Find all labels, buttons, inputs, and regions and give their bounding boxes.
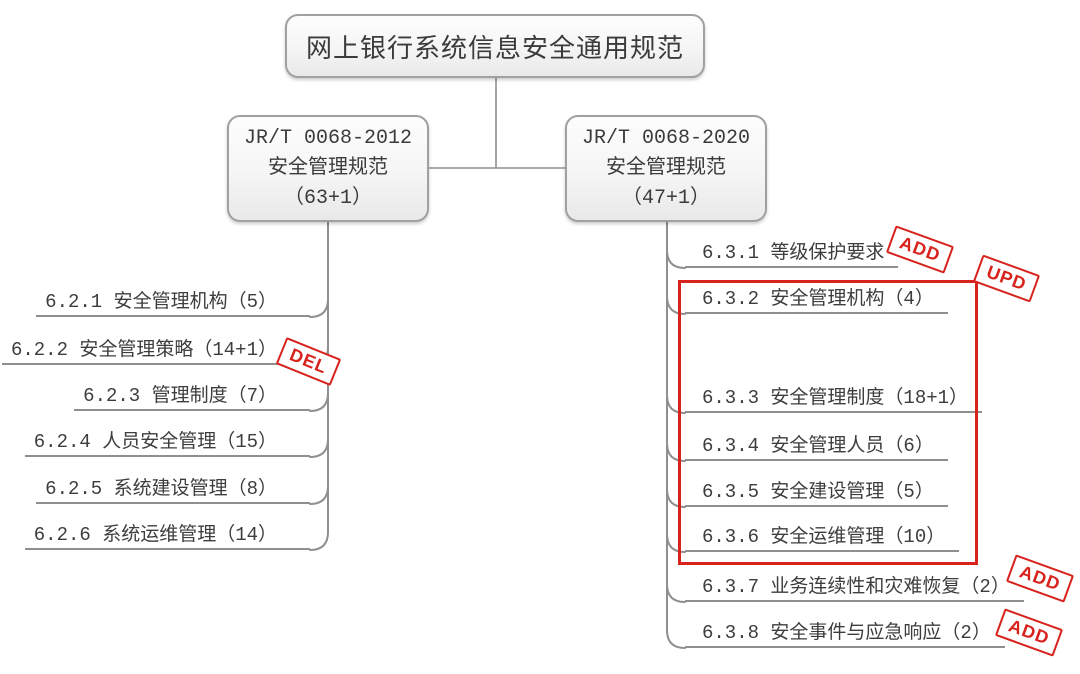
- item-6-3-6: 6.3.6 安全运维管理（10）: [685, 525, 960, 552]
- left-branch-standard-number: JR/T 0068-2012: [243, 126, 413, 150]
- item-6-3-3: 6.3.3 安全管理制度（18+1）: [685, 386, 983, 413]
- item-6-2-3: 6.2.3 管理制度（7）: [74, 384, 310, 411]
- item-6-2-5: 6.2.5 系统建设管理（8）: [36, 477, 310, 504]
- item-6-2-6: 6.2.6 系统运维管理（14）: [24, 523, 310, 550]
- right-branch-title: 安全管理规范: [606, 156, 726, 180]
- update-highlight-box: [678, 280, 978, 565]
- left-branch-count: （63+1）: [283, 186, 372, 210]
- root-connector: [428, 78, 565, 169]
- item-6-3-4: 6.3.4 安全管理人员（6）: [685, 434, 948, 461]
- right-branch-standard-number: JR/T 0068-2020: [581, 126, 751, 150]
- left-branch-spine: [309, 221, 329, 551]
- left-branch-node: JR/T 0068-2012 安全管理规范 （63+1）: [227, 115, 429, 222]
- item-6-3-8: 6.3.8 安全事件与应急响应（2）: [685, 621, 1005, 648]
- item-6-2-2: 6.2.2 安全管理策略（14+1）: [1, 338, 310, 365]
- right-branch-spine: [666, 221, 686, 649]
- right-branch-count: （47+1）: [621, 186, 710, 210]
- root-node: 网上银行系统信息安全通用规范: [285, 14, 705, 78]
- root-node-label: 网上银行系统信息安全通用规范: [305, 34, 684, 65]
- left-branch-title: 安全管理规范: [268, 156, 388, 180]
- item-6-3-7: 6.3.7 业务连续性和灾难恢复（2）: [685, 575, 1024, 602]
- right-branch-node: JR/T 0068-2020 安全管理规范 （47+1）: [565, 115, 767, 222]
- item-6-3-2: 6.3.2 安全管理机构（4）: [685, 287, 948, 314]
- item-6-3-5: 6.3.5 安全建设管理（5）: [685, 480, 948, 507]
- item-6-2-1: 6.2.1 安全管理机构（5）: [36, 290, 310, 317]
- item-6-3-1: 6.3.1 等级保护要求: [685, 241, 899, 268]
- item-6-2-4: 6.2.4 人员安全管理（15）: [24, 430, 310, 457]
